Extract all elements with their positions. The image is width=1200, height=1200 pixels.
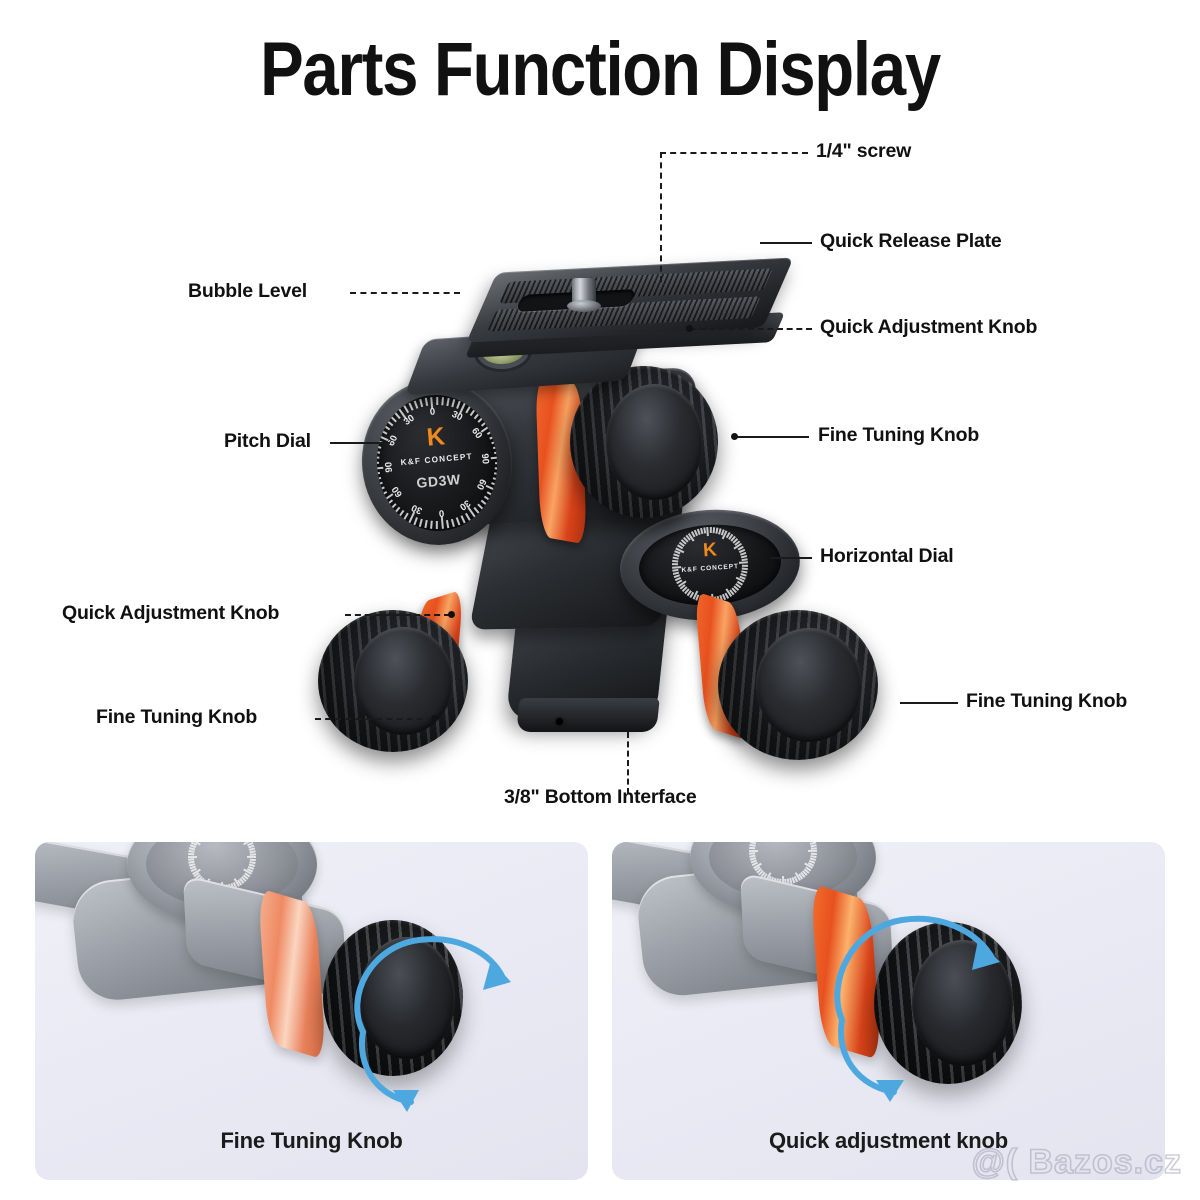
panel-caption-quick-adjust: Quick adjustment knob bbox=[768, 1128, 1009, 1153]
dial-number: 0 bbox=[429, 406, 436, 418]
callout-bubble-level: Bubble Level bbox=[188, 280, 307, 302]
kf-logo-icon: K bbox=[425, 421, 444, 452]
callout-quarter-screw: 1/4" screw bbox=[816, 140, 912, 162]
callout-quick-adjustment-knob-left: Quick Adjustment Knob bbox=[62, 602, 280, 624]
knob-cap bbox=[756, 628, 862, 742]
leader-quarter-screw-horizontal bbox=[660, 152, 808, 154]
dial-number: 90 bbox=[478, 452, 491, 465]
fine-tuning-knob-top bbox=[570, 366, 718, 518]
panel-caption-fine-tuning: Fine Tuning Knob bbox=[220, 1128, 403, 1153]
knob-cap bbox=[359, 937, 455, 1059]
callout-horizontal-dial: Horizontal Dial bbox=[820, 545, 954, 567]
knob-cap bbox=[605, 384, 704, 500]
panel-fine-tuning-knob[interactable]: Fine Tuning Knob bbox=[35, 842, 588, 1180]
fine-tuning-knob-right bbox=[718, 610, 878, 760]
panel-fine-tuning-knob-3d bbox=[323, 920, 463, 1076]
callout-fine-tuning-knob-top: Fine Tuning Knob bbox=[818, 424, 980, 446]
page-title: Parts Function Display bbox=[260, 27, 941, 112]
demo-panels: Fine Tuning Knob Quick bbox=[35, 842, 1165, 1180]
knob-cap bbox=[354, 627, 453, 735]
callout-quick-adjustment-knob-top: Quick Adjustment Knob bbox=[820, 316, 1038, 338]
callout-pitch-dial: Pitch Dial bbox=[224, 430, 311, 452]
dial-number: 0 bbox=[438, 507, 445, 519]
quarter-inch-screw bbox=[567, 278, 601, 312]
fine-tuning-knob-left bbox=[318, 610, 468, 752]
panel-quick-adjust-art bbox=[612, 842, 1165, 1180]
bottom-interface-face bbox=[516, 698, 660, 732]
kf-logo-icon: K bbox=[702, 539, 716, 562]
panel-fine-tuning-art bbox=[35, 842, 588, 1180]
panel-quick-adjustment-knob[interactable]: Quick adjustment knob bbox=[612, 842, 1165, 1180]
rotation-arrow-icon bbox=[834, 915, 1000, 1102]
callout-bottom-interface: 3/8" Bottom Interface bbox=[504, 786, 697, 808]
callout-fine-tuning-knob-left: Fine Tuning Knob bbox=[96, 706, 258, 728]
bottom-interface-hole bbox=[556, 718, 563, 725]
rotation-arrow-icon bbox=[354, 936, 511, 1112]
callout-quick-release-plate: Quick Release Plate bbox=[820, 230, 1002, 252]
callout-fine-tuning-knob-right: Fine Tuning Knob bbox=[966, 690, 1128, 712]
dial-number: 90 bbox=[383, 460, 396, 473]
